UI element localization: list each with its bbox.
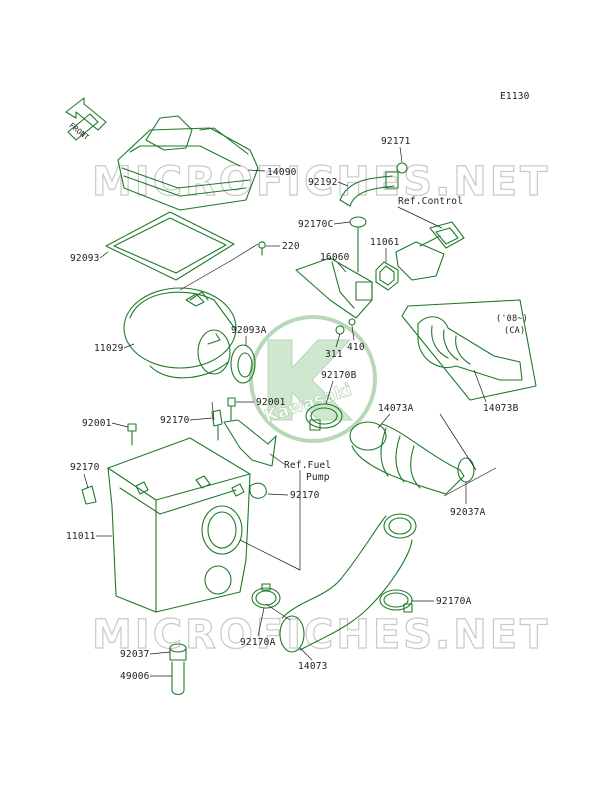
gasket-92093 <box>105 211 235 281</box>
ref-control: Ref.Control <box>398 196 463 207</box>
ref-control-leader <box>397 206 443 229</box>
drain-plug <box>169 643 187 696</box>
front-label: FRONT <box>68 121 92 142</box>
label-11061[interactable]: 11061 <box>370 237 400 248</box>
label-92170-left[interactable]: 92170 <box>70 462 100 473</box>
label-92037A[interactable]: 92037A <box>450 507 486 518</box>
assembly-line-7 <box>211 401 215 421</box>
label-49006[interactable]: 49006 <box>120 671 150 682</box>
label-311[interactable]: 311 <box>325 349 343 360</box>
assembly-line-4 <box>443 467 497 497</box>
bolt-92001-middle <box>227 397 236 421</box>
label-92093[interactable]: 92093 <box>70 253 100 264</box>
label-92001-left[interactable]: 92001 <box>82 418 112 429</box>
watermark-bottom: MICROFICHES.NET <box>92 612 550 658</box>
ref-fuel-pump-line2: Pump <box>306 472 330 483</box>
label-14073B[interactable]: 14073B <box>483 403 519 414</box>
label-410[interactable]: 410 <box>347 342 365 353</box>
kawasaki-logo: Kawasaki <box>249 315 377 443</box>
label-16060[interactable]: 16060 <box>320 252 350 263</box>
clip-92170-right <box>249 482 267 499</box>
screw-220 <box>258 241 266 256</box>
clamp-92170B <box>305 403 343 431</box>
label-11011[interactable]: 11011 <box>66 531 96 542</box>
ref-fuel-leader <box>269 453 285 465</box>
nut-410 <box>348 318 356 326</box>
inset-note-line2: (CA) <box>504 326 525 336</box>
label-92170-upper[interactable]: 92170 <box>160 415 190 426</box>
ref-fuel-pump-line1: Ref.Fuel <box>284 460 331 471</box>
intake-duct-14073 <box>279 513 417 653</box>
label-92171[interactable]: 92171 <box>381 136 411 147</box>
label-92170-right[interactable]: 92170 <box>290 490 320 501</box>
fuel-pump-bracket <box>223 419 277 467</box>
part-labels: 14090 92171 92192 92170C 92093 220 11061… <box>66 136 519 682</box>
label-92037[interactable]: 92037 <box>120 649 150 660</box>
front-arrow-icon: FRONT <box>65 97 107 142</box>
label-92192[interactable]: 92192 <box>308 177 338 188</box>
label-14090[interactable]: 14090 <box>267 167 297 178</box>
inset-note-line1: ('08~) <box>496 314 528 324</box>
duct-holder <box>295 257 373 319</box>
assembly-line-6 <box>179 243 259 291</box>
label-92170A-right[interactable]: 92170A <box>436 596 472 607</box>
label-92170C[interactable]: 92170C <box>298 219 334 230</box>
label-11029[interactable]: 11029 <box>94 343 124 354</box>
assembly-line-3 <box>439 413 477 471</box>
clamp-92170A-left <box>251 583 281 609</box>
washer-311 <box>335 325 345 335</box>
diagram-code: E1130 <box>500 91 530 102</box>
label-92001-middle[interactable]: 92001 <box>256 397 286 408</box>
air-cleaner-cover <box>117 115 259 211</box>
clip-92170-upper <box>211 409 223 441</box>
assembly-line-5 <box>265 603 291 621</box>
bolt-92001-left <box>127 423 137 446</box>
label-14073[interactable]: 14073 <box>298 661 328 672</box>
label-220[interactable]: 220 <box>282 241 300 252</box>
air-cleaner-case <box>107 437 251 613</box>
inset-box <box>401 299 537 401</box>
clamp-92170A-right <box>379 589 413 613</box>
filter-clip <box>185 293 205 307</box>
label-92170B[interactable]: 92170B <box>321 370 357 381</box>
breather-hose <box>339 162 408 273</box>
filter-element <box>123 287 237 379</box>
intake-boot-14073A <box>349 421 465 495</box>
ring-92093A <box>230 344 256 384</box>
control-bracket <box>395 221 465 281</box>
label-92170A-left[interactable]: 92170A <box>240 637 276 648</box>
label-92093A[interactable]: 92093A <box>231 325 267 336</box>
assembly-line-1 <box>239 520 301 571</box>
label-14073A[interactable]: 14073A <box>378 403 414 414</box>
watermark-top: MICROFICHES.NET <box>92 159 550 205</box>
clip-92170-left <box>81 485 97 505</box>
gasket-11061 <box>375 261 399 291</box>
